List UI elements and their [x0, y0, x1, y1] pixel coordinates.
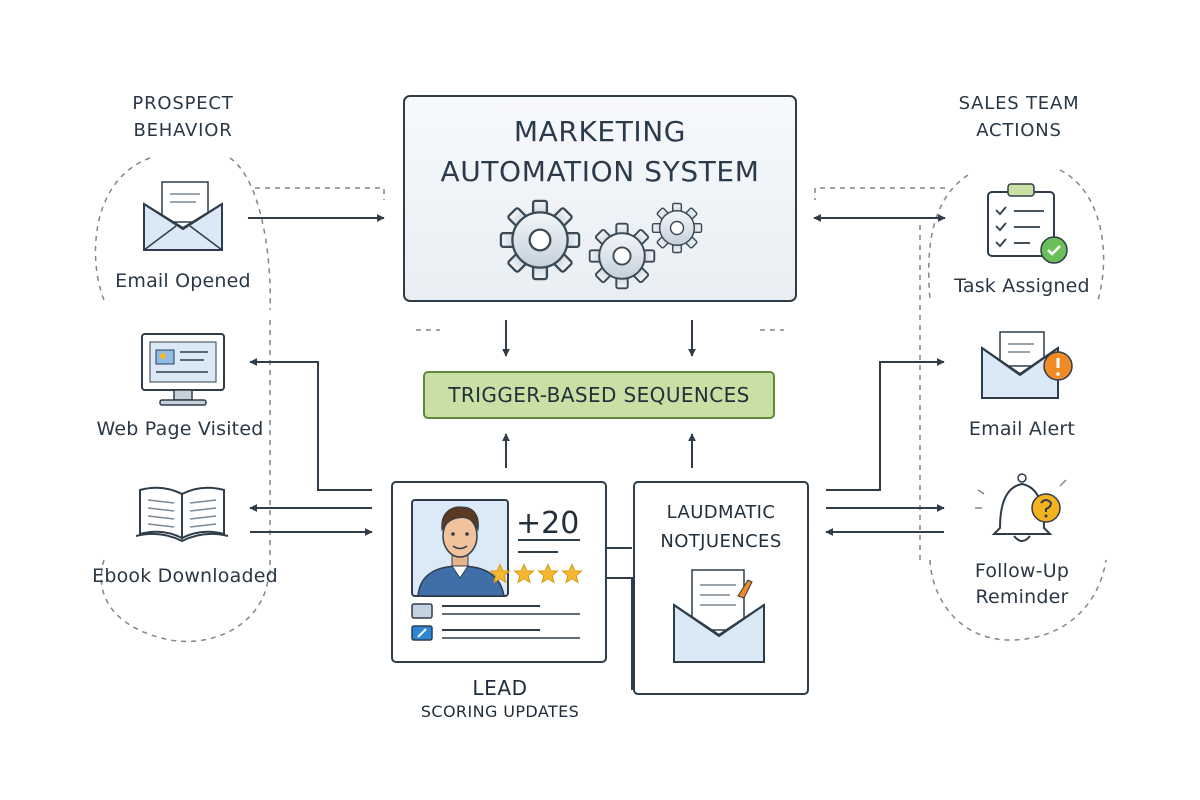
sales-heading-line1: SALES TEAM	[958, 93, 1080, 114]
envelope-alert-icon	[981, 331, 1073, 399]
sequences-title-line2: NOTJUENCES	[660, 531, 782, 552]
envelope-document-icon	[673, 569, 765, 663]
trigger-sequences-label: TRIGGER-BASED SEQUENCES	[448, 383, 750, 407]
ebook-downloaded-label: Ebook Downloaded	[92, 565, 278, 587]
avatar	[411, 499, 509, 597]
automation-title-line1: MARKETING	[513, 115, 687, 148]
detail-rows	[411, 603, 580, 641]
follow-up-line2: Reminder	[975, 586, 1069, 608]
prospect-behavior-heading: PROSPECT BEHAVIOR	[100, 90, 266, 144]
connector-arrows	[248, 214, 946, 690]
task-assigned-label: Task Assigned	[954, 275, 1090, 297]
automation-title-line2: AUTOMATION SYSTEM	[440, 155, 760, 188]
automation-system-title: MARKETING AUTOMATION SYSTEM	[404, 112, 796, 192]
open-book-icon	[135, 486, 229, 543]
follow-up-line1: Follow-Up	[974, 560, 1070, 582]
trigger-sequences-box	[423, 371, 775, 419]
prospect-heading-line2: BEHAVIOR	[133, 120, 233, 141]
monitor-icon	[141, 333, 225, 406]
clipboard-check-icon	[987, 183, 1068, 264]
sequences-card-title: LAUDMATIC NOTJUENCES	[634, 498, 808, 556]
lead-caption-line2: SCORING UPDATES	[420, 702, 580, 721]
score-underlines	[518, 539, 580, 553]
prospect-heading-line1: PROSPECT	[132, 93, 234, 114]
lead-caption-line1: LEAD	[472, 676, 528, 700]
follow-up-reminder-label: Follow-Up Reminder	[922, 558, 1122, 610]
dashed-connectors	[94, 157, 1107, 643]
automation-system-panel	[403, 95, 797, 302]
lead-score-value: +20	[516, 506, 580, 541]
email-alert-label: Email Alert	[968, 418, 1076, 440]
envelope-letter-icon	[143, 181, 223, 251]
web-page-visited-label: Web Page Visited	[96, 418, 264, 440]
bell-reminder-icon	[975, 473, 1067, 542]
sales-team-heading: SALES TEAM ACTIONS	[936, 90, 1102, 144]
sequences-title-line1: LAUDMATIC	[666, 502, 776, 523]
sales-heading-line2: ACTIONS	[976, 120, 1062, 141]
email-opened-label: Email Opened	[115, 270, 251, 292]
